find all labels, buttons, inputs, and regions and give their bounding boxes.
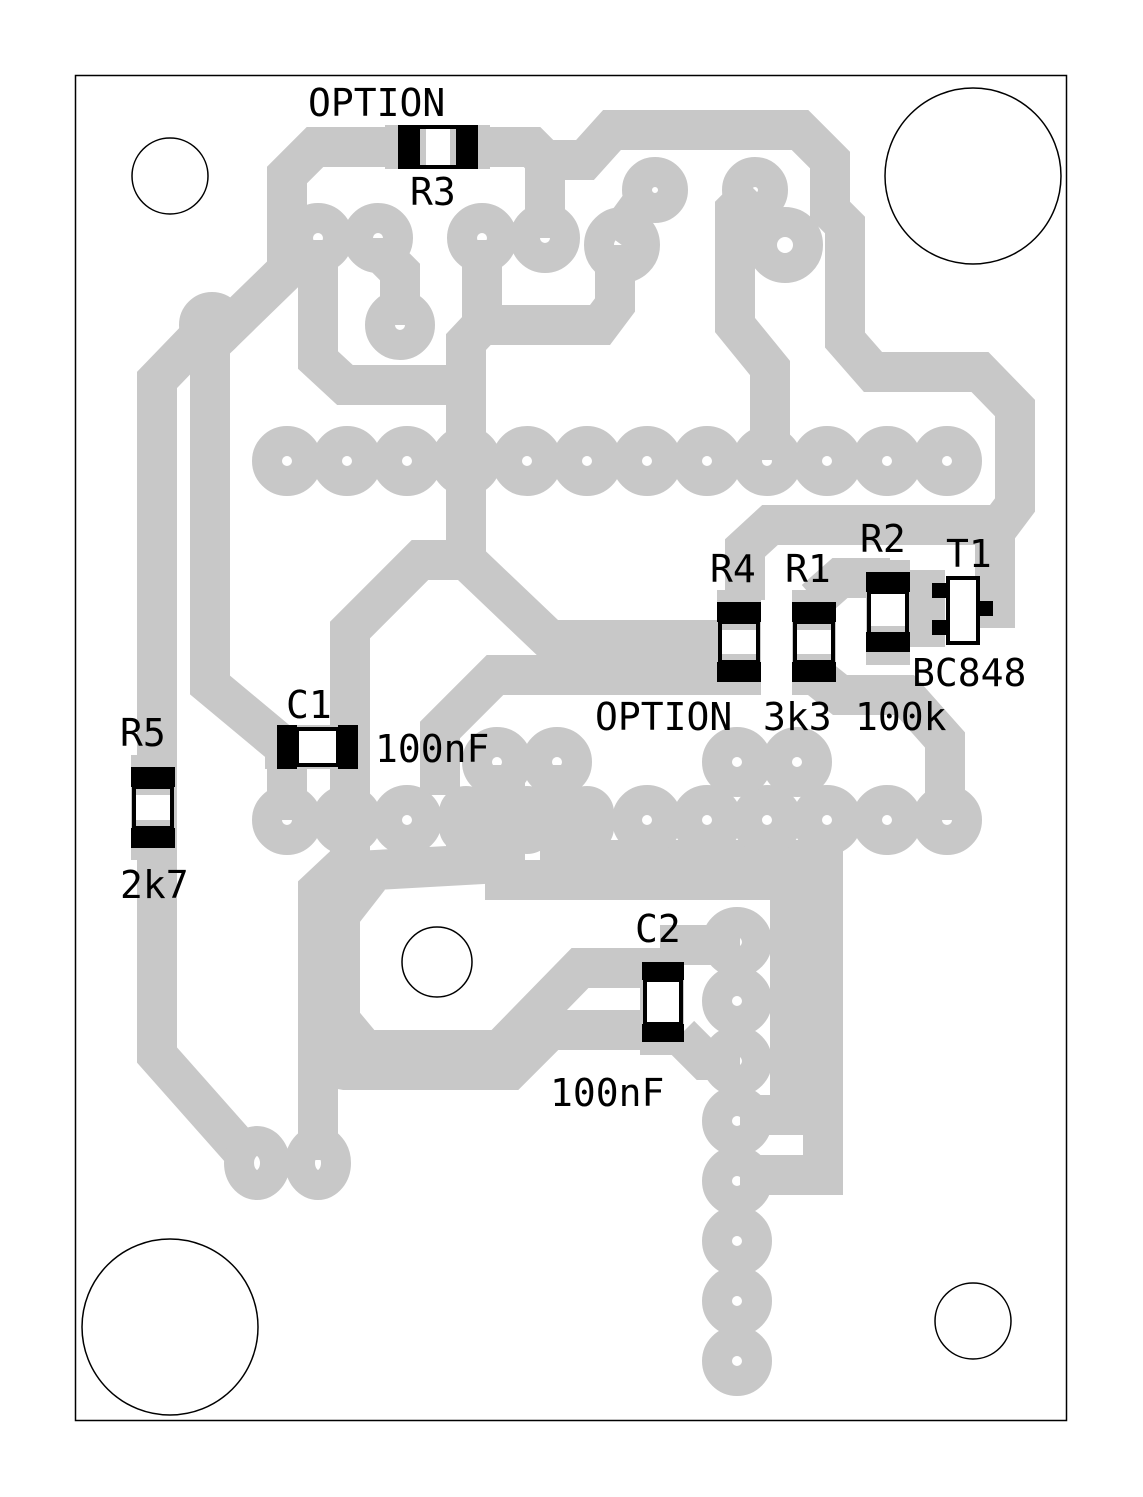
right-vertical-header [702, 907, 772, 1396]
pad [283, 203, 353, 273]
pad [431, 426, 501, 496]
pad [612, 426, 682, 496]
pad [492, 426, 562, 496]
component-R4[interactable] [717, 590, 761, 695]
component-R5[interactable] [131, 755, 175, 860]
label-T1-designator: T1 [946, 532, 992, 576]
pad [732, 426, 802, 496]
component-T1[interactable] [932, 576, 993, 645]
pad [792, 785, 862, 855]
label-R1-designator: R1 [785, 547, 831, 591]
pad [732, 785, 802, 855]
misc-pads [179, 157, 832, 1200]
pad [792, 426, 862, 496]
pad [312, 785, 382, 855]
pad [343, 203, 413, 273]
pad [252, 426, 322, 496]
label-R5-value: 2k7 [120, 863, 189, 907]
trace [298, 240, 470, 405]
pad [372, 426, 442, 496]
pad [522, 727, 592, 797]
pad [560, 786, 614, 854]
label-C2-value: 100nF [550, 1071, 664, 1115]
mounting-hole-bottom-left [81, 1238, 259, 1416]
pad [702, 966, 772, 1036]
pad [702, 1266, 772, 1336]
mounting-hole-top-right [884, 87, 1062, 265]
silkscreen-labels: OPTION R3 R4 R1 R2 T1 BC848 OPTION 3k3 1… [120, 81, 1026, 1115]
trace [446, 245, 635, 560]
pad [510, 203, 580, 273]
trace [314, 1010, 660, 1090]
pad [285, 1126, 351, 1200]
component-R1[interactable] [792, 590, 836, 695]
pad [584, 207, 660, 283]
pad [702, 907, 772, 977]
pad [365, 290, 435, 360]
trace [330, 540, 466, 745]
via [179, 292, 245, 358]
pad [747, 207, 823, 283]
trace [452, 545, 720, 660]
label-R2-value: 100k [855, 695, 947, 739]
top-header [252, 426, 982, 496]
pad [252, 785, 322, 855]
mounting-hole-center [401, 926, 473, 998]
pad [462, 727, 532, 797]
trace [420, 655, 740, 795]
pad [439, 786, 493, 854]
bottom-header [252, 785, 982, 855]
component-C1[interactable] [265, 725, 370, 769]
label-R4-designator: R4 [710, 547, 756, 591]
pad [912, 785, 982, 855]
label-C1-value: 100nF [375, 727, 489, 771]
trace [190, 325, 295, 761]
component-R2[interactable] [866, 560, 910, 665]
pad [852, 426, 922, 496]
pad [852, 785, 922, 855]
label-T1-value: BC848 [912, 651, 1026, 695]
label-R4-value: OPTION [595, 695, 732, 739]
label-R5-designator: R5 [120, 711, 166, 755]
trace [540, 765, 843, 1195]
pad [372, 785, 442, 855]
pad [702, 1206, 772, 1276]
pad [552, 426, 622, 496]
pad [672, 426, 742, 496]
pad [500, 786, 554, 854]
component-C2[interactable] [640, 950, 684, 1055]
label-R2-designator: R2 [860, 517, 906, 561]
pad [702, 727, 772, 797]
component-R3[interactable] [385, 125, 490, 169]
trace [196, 127, 395, 360]
pad [702, 1146, 772, 1216]
label-R3-value: OPTION [308, 81, 445, 125]
label-C1-designator: C1 [286, 683, 332, 727]
mounting-hole-bottom-right [934, 1282, 1012, 1360]
trace [545, 110, 1035, 600]
label-C2-designator: C2 [635, 907, 681, 951]
mounting-holes [81, 87, 1062, 1416]
pad [612, 785, 682, 855]
pad [912, 426, 982, 496]
pad [224, 1126, 290, 1200]
pad [702, 1086, 772, 1156]
label-R3-designator: R3 [410, 170, 456, 214]
pad [447, 203, 517, 273]
trace [320, 820, 660, 1070]
label-R1-value: 3k3 [763, 695, 832, 739]
pad [622, 157, 688, 223]
pad [762, 727, 832, 797]
pad [722, 157, 788, 223]
pad [702, 1326, 772, 1396]
trace [475, 127, 565, 238]
mounting-hole-top-left [131, 137, 209, 215]
pad [312, 426, 382, 496]
pad [702, 1026, 772, 1096]
pad [672, 785, 742, 855]
trace [137, 311, 265, 1174]
